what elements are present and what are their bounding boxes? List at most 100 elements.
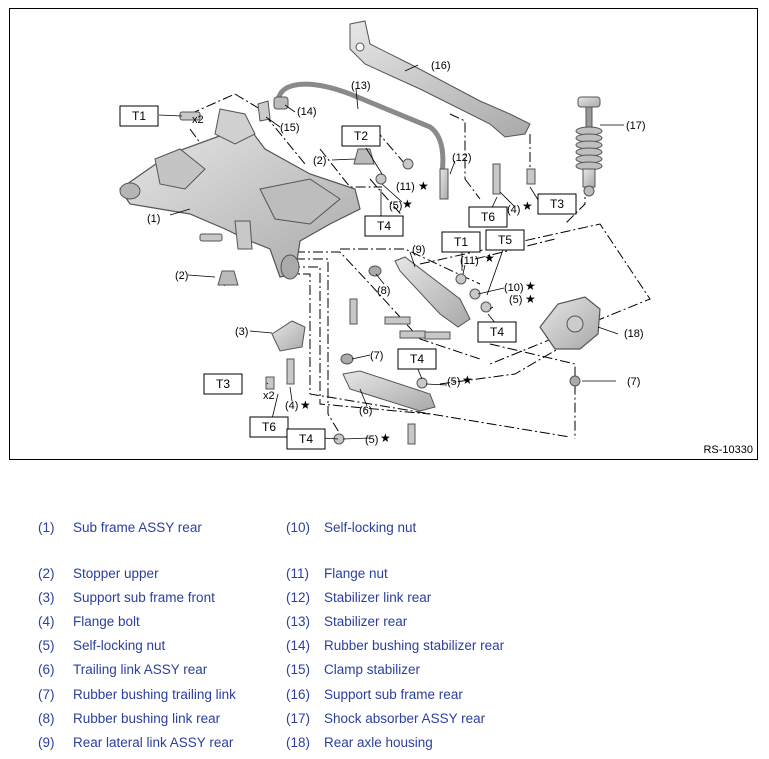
callout-5-bottom: (5) — [365, 434, 378, 446]
callout-5-lower: (5) — [447, 376, 460, 388]
qty-x2-lower: x2 — [263, 390, 275, 402]
legend-number: (10) — [286, 520, 311, 535]
figure-id-label: RS-10330 — [703, 444, 753, 456]
legend-label: Shock absorber ASSY rear — [324, 711, 486, 726]
svg-text:T5: T5 — [498, 233, 512, 247]
legend-label: Stabilizer link rear — [324, 590, 432, 605]
callout-12: (12) — [452, 152, 472, 164]
callout-15: (15) — [280, 122, 300, 134]
callout-7-right: (7) — [627, 376, 640, 388]
svg-text:T4: T4 — [377, 219, 391, 233]
callout-14: (14) — [297, 106, 317, 118]
callout-17: (17) — [626, 120, 646, 132]
callout-5-upper: (5) — [389, 200, 402, 212]
legend-number: (1) — [38, 520, 55, 535]
star-icon: ★ — [402, 197, 413, 211]
torque-box-t3-right: T3 — [537, 193, 577, 215]
legend-label: Trailing link ASSY rear — [73, 662, 208, 677]
callout-7-middle: (7) — [370, 350, 383, 362]
legend-label: Rubber bushing trailing link — [73, 687, 236, 702]
svg-text:T1: T1 — [454, 235, 468, 249]
stabilizer-part — [257, 81, 449, 200]
star-icon: ★ — [380, 431, 391, 445]
star-icon: ★ — [522, 199, 533, 213]
callout-8: (8) — [377, 285, 390, 297]
callout-2-upper: (2) — [313, 155, 326, 167]
legend-label: Rear lateral link ASSY rear — [73, 735, 234, 750]
legend-number: (2) — [38, 566, 55, 581]
legend-label: Clamp stabilizer — [324, 662, 421, 677]
legend-number: (16) — [286, 687, 311, 702]
star-icon: ★ — [525, 279, 536, 293]
star-icon: ★ — [300, 398, 311, 412]
legend-number: (6) — [38, 662, 55, 677]
svg-text:T6: T6 — [262, 420, 276, 434]
svg-text:T4: T4 — [410, 352, 424, 366]
torque-box-t4-lower: T4 — [397, 348, 437, 370]
legend-number: (13) — [286, 614, 311, 629]
legend-label: Flange nut — [324, 566, 388, 581]
suspension-diagram: T1 T2 T4 T6 T3 T1 T5 T4 T4 T3 T6 T4 (1) … — [119, 20, 651, 450]
legend-label: Self-locking nut — [324, 520, 417, 535]
callout-9: (9) — [412, 244, 425, 256]
legend-label: Support sub frame rear — [324, 687, 463, 702]
support-subframe-rear-part — [349, 20, 531, 138]
rear-axle-housing-part — [539, 296, 601, 387]
svg-text:T1: T1 — [132, 109, 146, 123]
svg-text:T4: T4 — [299, 432, 313, 446]
legend-label: Sub frame ASSY rear — [73, 520, 202, 535]
legend-number: (7) — [38, 687, 55, 702]
torque-box-t4-middle: T4 — [477, 321, 517, 343]
callout-6: (6) — [359, 405, 372, 417]
callout-11-middle: (11) — [460, 255, 479, 267]
star-icon: ★ — [484, 251, 495, 265]
legend-label: Rubber bushing stabilizer rear — [324, 638, 505, 653]
legend-label: Support sub frame front — [73, 590, 215, 605]
legend-label: Stabilizer rear — [324, 614, 408, 629]
legend-number: (17) — [286, 711, 311, 726]
legend-number: (9) — [38, 735, 55, 750]
legend-number: (14) — [286, 638, 311, 653]
torque-box-t1-upper: T1 — [119, 105, 159, 127]
callout-4-upper: (4) — [507, 204, 520, 216]
torque-box-t3-left: T3 — [203, 373, 243, 395]
callout-2-lower: (2) — [175, 270, 188, 282]
legend-number: (3) — [38, 590, 55, 605]
support-subframe-front-part — [271, 320, 306, 352]
fasteners — [179, 111, 536, 445]
subframe-part — [119, 108, 361, 280]
callout-13: (13) — [351, 80, 371, 92]
torque-boxes: T1 T2 T4 T6 T3 T1 T5 T4 T4 T3 T6 T4 — [119, 105, 577, 450]
callout-11-upper: (11) — [396, 181, 415, 193]
callout-5-middle: (5) — [509, 294, 522, 306]
torque-box-t2: T2 — [341, 125, 381, 147]
shock-absorber-part — [575, 96, 603, 197]
torque-box-t4-upper: T4 — [364, 215, 404, 237]
torque-box-t6-upper: T6 — [468, 206, 508, 228]
legend-number: (12) — [286, 590, 311, 605]
legend-number: (5) — [38, 638, 55, 653]
torque-box-t5: T5 — [485, 229, 525, 251]
legend-label: Rear axle housing — [324, 735, 433, 750]
callout-3: (3) — [235, 326, 248, 338]
callout-1: (1) — [147, 213, 160, 225]
callout-18: (18) — [624, 328, 644, 340]
legend-number: (4) — [38, 614, 55, 629]
legend-number: (11) — [286, 566, 310, 581]
svg-text:T2: T2 — [354, 129, 368, 143]
legend-number: (8) — [38, 711, 55, 726]
svg-text:T6: T6 — [481, 210, 495, 224]
svg-text:T3: T3 — [550, 197, 564, 211]
torque-box-t4-bottom: T4 — [286, 428, 326, 450]
legend-label: Flange bolt — [73, 614, 140, 629]
legend-label: Rubber bushing link rear — [73, 711, 221, 726]
callout-4-lower: (4) — [285, 400, 298, 412]
svg-text:T4: T4 — [490, 325, 504, 339]
svg-text:T3: T3 — [216, 377, 230, 391]
qty-x2-upper: x2 — [192, 114, 204, 126]
torque-box-t1-middle: T1 — [441, 231, 481, 253]
star-marks: ★ ★ ★ ★ ★ ★ ★ ★ ★ — [300, 179, 536, 445]
star-icon: ★ — [418, 179, 429, 193]
legend-number: (15) — [286, 662, 311, 677]
star-icon: ★ — [525, 292, 536, 306]
